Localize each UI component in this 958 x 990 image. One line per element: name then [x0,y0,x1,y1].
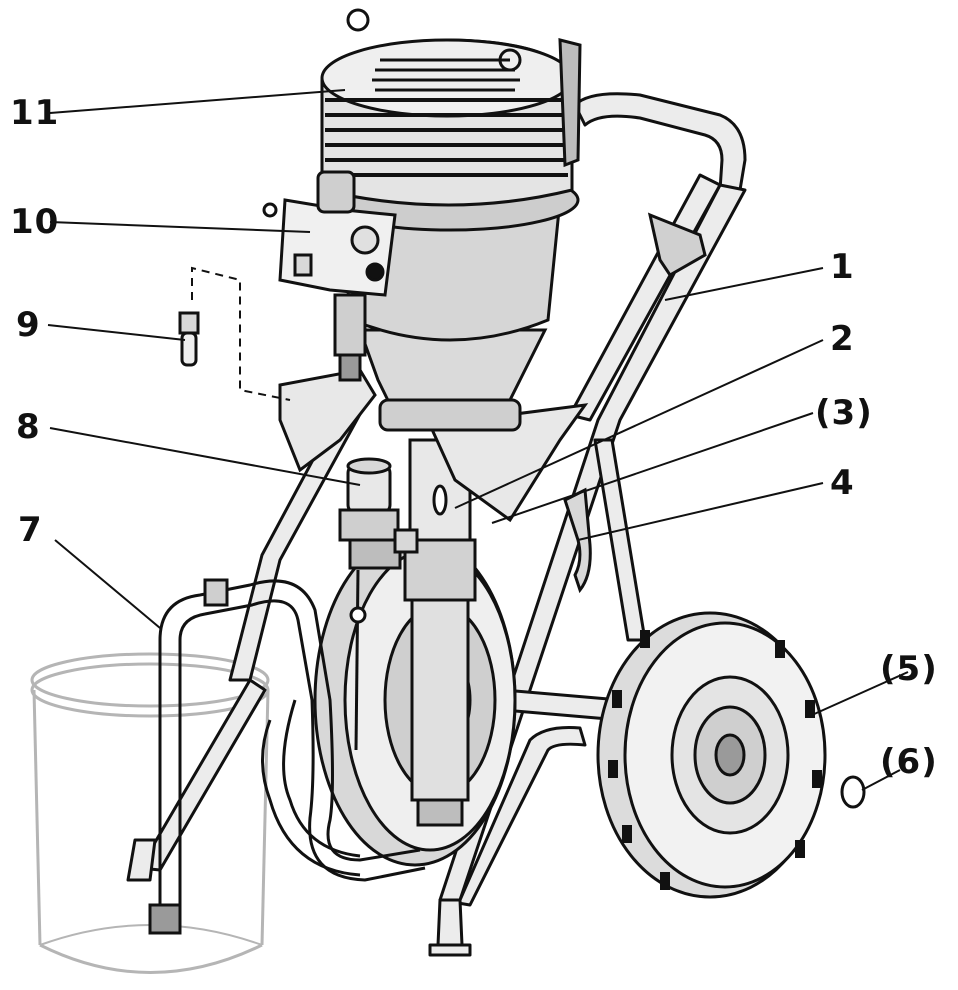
leader-lines [47,89,909,791]
handle-bracket [647,212,707,277]
fluid-pump [403,438,477,827]
callout-3: (3) [815,393,873,433]
callout-6: (6) [880,742,938,782]
outlet-filter [338,457,419,751]
callout-11: 11 [10,93,60,133]
callout-1: 1 [830,247,855,287]
callout-4: 4 [830,463,855,503]
front-wheel [596,611,827,899]
gearbox [357,328,548,432]
control-box [262,170,397,297]
circlip [840,775,866,809]
suction-filter [148,903,182,935]
callout-10: 10 [10,202,60,242]
spare-valve [178,311,200,367]
callout-8: 8 [16,407,41,447]
suction-tube [158,579,426,910]
pressure-sensor [333,293,367,382]
tray-right [427,403,589,523]
motor-housing [320,8,582,342]
callout-7: 7 [18,510,43,550]
callout-2: 2 [830,319,855,359]
callout-5: (5) [880,649,938,689]
hook [563,487,592,594]
dashed-guide [191,266,291,401]
callout-9: 9 [16,305,41,345]
hose-coupling [203,578,229,607]
